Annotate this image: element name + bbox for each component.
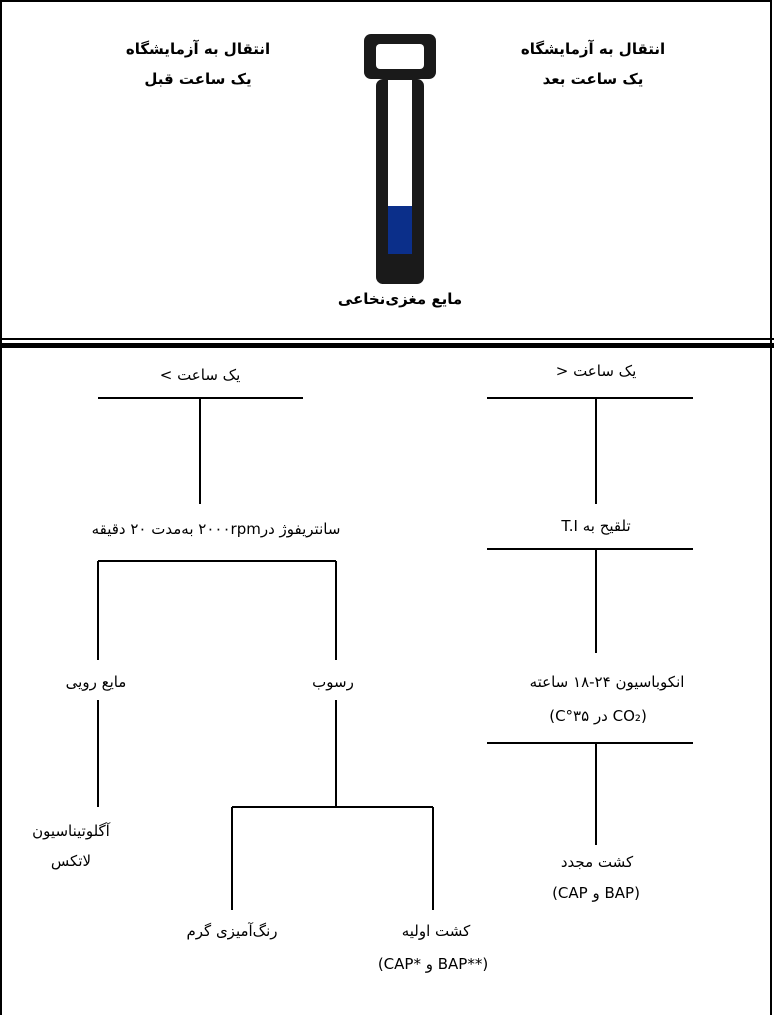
incubation-conditions: (CO₂ در ۳۵°C) [549,707,647,725]
tube-label: مایع مغزی‌نخاعی [337,290,463,308]
header-left-top: انتقال به آزمایشگاه [125,40,271,58]
agglutination-label-line2: لاتکس [50,852,92,870]
section-divider-thin [0,338,774,340]
sediment-label: رسوب [312,673,354,691]
csf-tube-icon [364,34,436,284]
primary-culture-label: کشت اولیه [401,922,471,940]
primary-culture-media: (CAP* و BAP**) [377,955,489,973]
centrifuge-step: سانتریفوژ در۲۰۰۰rpm به‌مدت ۲۰ دقیقه [91,520,341,538]
reculture-step: کشت مجدد [560,853,634,871]
incubation-step: انکوباسیون ۲۴-۱۸ ساعته [529,673,685,691]
left-time-label: یک ساعت > [159,366,241,384]
header-right-bottom: یک ساعت بعد [542,70,644,88]
header-left-bottom: یک ساعت قبل [144,70,252,88]
reculture-media: (CAP و BAP) [552,884,640,902]
section-divider-thick [0,343,774,348]
right-time-label: یک ساعت < [555,362,637,380]
header-right-top: انتقال به آزمایشگاه [520,40,666,58]
supernatant-label: مایع رویی [65,673,127,691]
gram-stain-label: رنگ‌آمیزی گرم [186,922,278,940]
inoculation-step: تلقیح به T.I [561,517,631,535]
agglutination-label-line1: آگلوتیناسیون [32,822,110,840]
